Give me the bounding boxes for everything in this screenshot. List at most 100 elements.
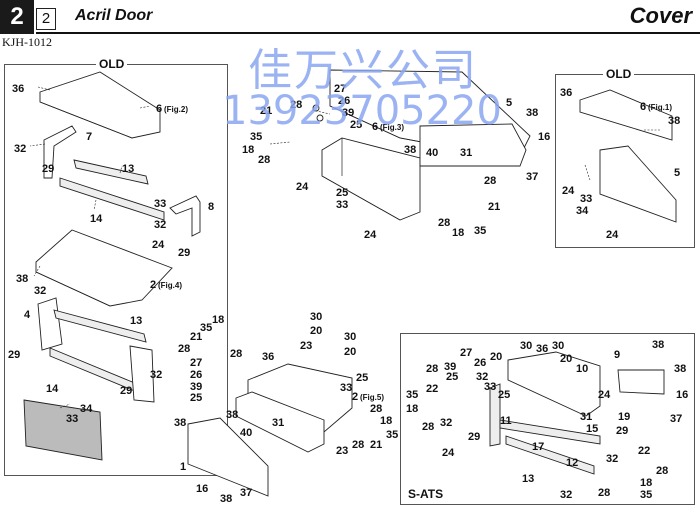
label-20: 20	[310, 325, 322, 337]
label-4: 4	[24, 309, 31, 321]
label-5: 5	[506, 97, 512, 109]
label-38: 38	[174, 417, 186, 429]
old-right-top-cover	[579, 89, 673, 141]
label-2: 2	[150, 279, 156, 291]
center-side-panel	[419, 123, 527, 167]
part-number-labels: 36 6 (Fig.2) 7 32 29 13 14 33 32 8 24 29…	[8, 83, 688, 505]
old-left-rail-lower	[59, 177, 165, 221]
label-24: 24	[598, 389, 611, 401]
label-33: 33	[66, 413, 78, 425]
s-ats-title: S-ATS	[405, 487, 447, 501]
label-39: 39	[190, 381, 202, 393]
label-29: 29	[616, 425, 628, 437]
label-22: 22	[638, 445, 650, 457]
label-38: 38	[674, 363, 686, 375]
label-31: 31	[272, 417, 284, 429]
label-35: 35	[640, 489, 652, 501]
label-29: 29	[468, 431, 480, 443]
label-25: 25	[356, 372, 368, 384]
label-33: 33	[340, 382, 352, 394]
label-30: 30	[520, 340, 532, 352]
label-36: 36	[536, 343, 548, 355]
label-37: 37	[526, 171, 538, 183]
s-ats-rails	[489, 383, 601, 475]
label-32: 32	[150, 369, 162, 381]
old-left-panel-mid	[33, 229, 173, 307]
label-28: 28	[230, 348, 242, 360]
label-35: 35	[406, 389, 418, 401]
label-32: 32	[476, 371, 488, 383]
label-22: 22	[426, 383, 438, 395]
label-fig3: (Fig.3)	[380, 123, 404, 132]
label-35: 35	[386, 429, 398, 441]
label-39: 39	[444, 361, 456, 373]
label-28: 28	[426, 363, 438, 375]
label-28: 28	[258, 154, 270, 166]
label-16: 16	[196, 483, 208, 495]
label-36: 36	[560, 87, 572, 99]
label-fig4: (Fig.4)	[158, 281, 182, 290]
s-ats-side-panel	[617, 369, 665, 395]
label-38: 38	[668, 115, 680, 127]
label-20: 20	[560, 353, 572, 365]
label-6: 6	[640, 101, 646, 113]
label-32: 32	[606, 453, 618, 465]
label-28: 28	[598, 487, 610, 499]
label-38: 38	[526, 107, 538, 119]
label-29: 29	[8, 349, 20, 361]
label-26: 26	[338, 95, 350, 107]
label-32: 32	[560, 489, 572, 501]
label-7: 7	[86, 131, 92, 143]
old-left-rail-upper	[73, 159, 149, 185]
label-20: 20	[490, 351, 502, 363]
label-24: 24	[296, 181, 309, 193]
label-17: 17	[532, 441, 544, 453]
label-34: 34	[576, 205, 589, 217]
label-fig5: (Fig.5)	[360, 393, 384, 402]
label-31: 31	[460, 147, 472, 159]
label-38: 38	[404, 144, 416, 156]
label-18: 18	[406, 403, 418, 415]
label-34: 34	[80, 403, 93, 415]
label-19: 19	[618, 411, 630, 423]
label-8: 8	[208, 201, 214, 213]
center-frame	[321, 137, 421, 221]
label-12: 12	[566, 457, 578, 469]
label-23: 23	[300, 340, 312, 352]
label-38: 38	[652, 339, 664, 351]
label-5: 5	[674, 167, 680, 179]
header-rule	[36, 32, 700, 34]
label-24: 24	[364, 229, 377, 241]
bottom-center-door	[187, 417, 269, 497]
label-26: 26	[190, 369, 202, 381]
label-28: 28	[422, 421, 434, 433]
page-number-box: 2	[36, 8, 56, 30]
label-27: 27	[190, 357, 202, 369]
s-ats-panel	[400, 333, 695, 505]
label-32: 32	[34, 285, 46, 297]
label-2: 2	[352, 391, 358, 403]
label-21: 21	[488, 201, 500, 213]
label-23: 23	[336, 445, 348, 457]
model-code: KJH-1012	[2, 35, 52, 49]
center-hinge-upper	[269, 104, 331, 145]
label-40: 40	[240, 427, 252, 439]
label-fig2: (Fig.2)	[164, 105, 188, 114]
label-27: 27	[334, 83, 346, 95]
label-33: 33	[484, 381, 496, 393]
label-20: 20	[344, 346, 356, 358]
label-28: 28	[438, 217, 450, 229]
old-right-title: OLD	[603, 67, 635, 81]
label-26: 26	[474, 357, 486, 369]
label-29: 29	[42, 163, 54, 175]
label-13: 13	[122, 163, 134, 175]
old-left-top-cover	[37, 71, 161, 139]
label-37: 37	[240, 487, 252, 499]
label-31: 31	[580, 411, 592, 423]
label-38: 38	[16, 273, 28, 285]
label-16: 16	[676, 389, 688, 401]
label-18: 18	[380, 415, 392, 427]
label-28: 28	[656, 465, 668, 477]
label-37: 37	[670, 413, 682, 425]
